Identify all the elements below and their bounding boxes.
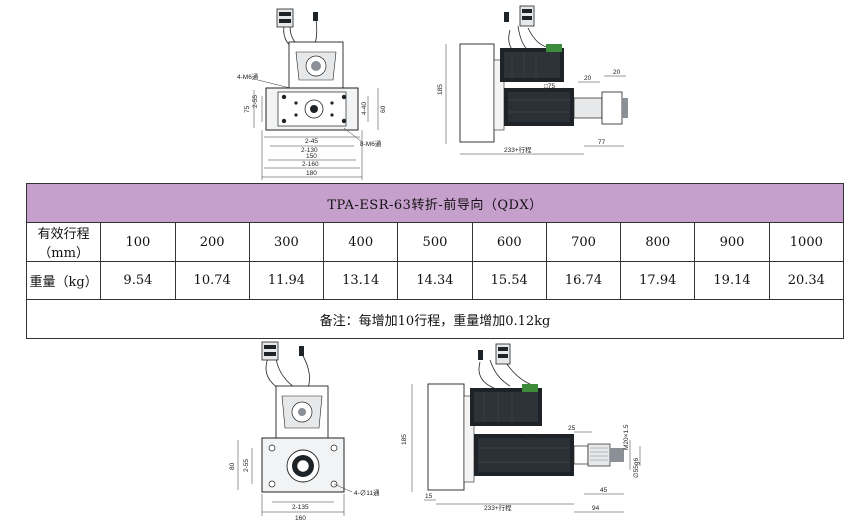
dim-bottom-front-2: 2-135 xyxy=(292,504,309,511)
dim-bottom-side-0: 185 xyxy=(401,434,408,445)
top-front-view xyxy=(253,8,379,180)
weight-cell: 13.14 xyxy=(323,261,399,300)
stroke-label: 有效行程（mm） xyxy=(25,222,102,262)
stroke-cell: 300 xyxy=(248,222,325,262)
stroke-cell: 1000 xyxy=(768,222,845,262)
weight-cell: 11.94 xyxy=(248,261,325,300)
dim-top-front-4: 60 xyxy=(380,105,387,113)
bottom-side-view xyxy=(411,343,641,513)
dim-bottom-front-0: 80 xyxy=(229,462,236,470)
dim-bottom-side-3: M20×1.5 xyxy=(623,424,630,450)
stroke-cell: 200 xyxy=(174,222,250,262)
weight-cell: 9.54 xyxy=(100,261,176,300)
table-note: 备注：每增加10行程，重量增加0.12kg xyxy=(26,299,844,339)
dim-top-front-3: 4-40 xyxy=(361,102,368,115)
dim-top-side-3: 20 xyxy=(613,69,621,76)
dim-top-side-5: 77 xyxy=(598,139,606,146)
dim-bottom-side-4: ∅55g6 xyxy=(633,457,640,478)
dim-top-front-7: 150 xyxy=(306,153,317,160)
stroke-row: 有效行程（mm） 100 200 300 400 500 600 700 800… xyxy=(25,222,845,262)
dim-top-side-1: □75 xyxy=(544,83,556,90)
dim-top-front-5: 2-45 xyxy=(305,138,318,145)
dim-top-front-0: 4-M6通 xyxy=(237,72,259,81)
weight-cell: 20.34 xyxy=(768,261,845,300)
stroke-cell: 500 xyxy=(397,222,473,262)
dim-top-side-2: 20 xyxy=(584,75,592,82)
dim-top-front-8: 2-160 xyxy=(302,161,319,168)
dim-top-front-9: 180 xyxy=(306,170,317,177)
top-side-view xyxy=(445,5,628,155)
dim-top-front-1: 2-55 xyxy=(252,95,259,108)
weight-cell: 17.94 xyxy=(620,261,696,300)
weight-label: 重量（kg） xyxy=(25,261,102,300)
dim-bottom-side-5: 45 xyxy=(600,487,608,494)
spec-table: TPA-ESR-63转折-前导向（QDX） 有效行程（mm） 100 200 3… xyxy=(25,183,845,339)
stroke-cell: 100 xyxy=(100,222,176,262)
bottom-front-view xyxy=(237,341,353,516)
stroke-cell: 800 xyxy=(620,222,696,262)
table-title: TPA-ESR-63转折-前导向（QDX） xyxy=(26,183,844,223)
weight-cell: 10.74 xyxy=(174,261,250,300)
dim-bottom-side-7: 233+行程 xyxy=(484,503,512,512)
stroke-cell: 700 xyxy=(545,222,622,262)
spec-table-header: TPA-ESR-63转折-前导向（QDX） xyxy=(26,183,844,223)
dim-bottom-front-1: 2-55 xyxy=(243,459,250,472)
dim-bottom-front-4: 4-∅11通 xyxy=(354,488,380,497)
weight-cell: 19.14 xyxy=(694,261,770,300)
dim-bottom-side-2: 25 xyxy=(568,425,576,432)
weight-cell: 14.34 xyxy=(397,261,473,300)
note-row: 备注：每增加10行程，重量增加0.12kg xyxy=(26,299,844,339)
stroke-cell: 400 xyxy=(323,222,399,262)
dim-top-side-0: 185 xyxy=(437,84,444,95)
stroke-cell: 600 xyxy=(471,222,547,262)
weight-cell: 15.54 xyxy=(471,261,547,300)
dim-top-side-4: 233+行程 xyxy=(504,145,532,154)
weight-cell: 16.74 xyxy=(545,261,622,300)
dim-bottom-side-8: 94 xyxy=(592,505,600,512)
stroke-cell: 900 xyxy=(694,222,770,262)
dim-top-front-6: 2-130 xyxy=(301,147,318,154)
dim-top-front-2: 75 xyxy=(244,105,251,113)
dim-bottom-side-1: □75 xyxy=(526,435,538,442)
dim-top-front-10: 8-M6通 xyxy=(360,139,382,148)
dim-bottom-side-6: 15 xyxy=(425,493,433,500)
weight-row: 重量（kg） 9.54 10.74 11.94 13.14 14.34 15.5… xyxy=(25,261,845,300)
dim-bottom-front-3: 160 xyxy=(295,515,306,522)
